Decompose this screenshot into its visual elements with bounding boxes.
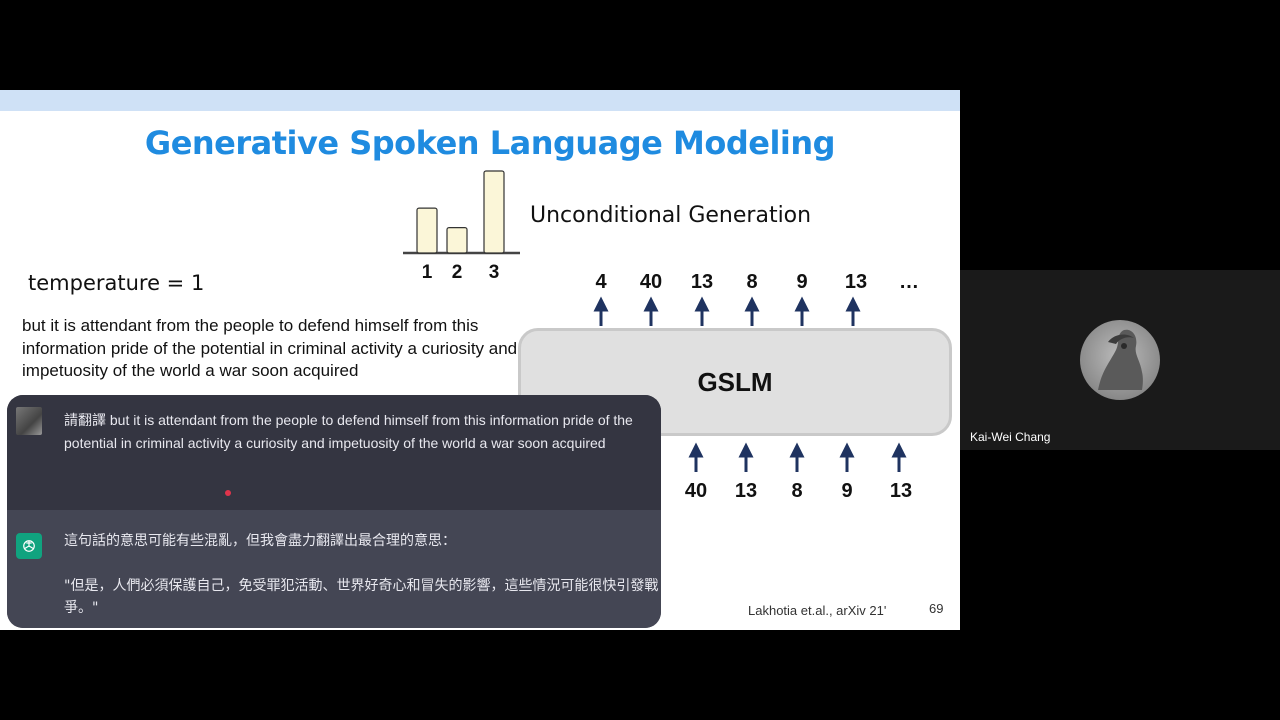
user-avatar bbox=[16, 407, 42, 435]
user-message-row: 請翻譯 but it is attendant from the people … bbox=[7, 395, 661, 510]
participant-tile[interactable]: Kai-Wei Chang bbox=[960, 270, 1280, 450]
openai-logo-icon bbox=[16, 533, 42, 559]
generated-sample-text: but it is attendant from the people to d… bbox=[22, 316, 518, 380]
chart-bar bbox=[446, 227, 468, 254]
slide-top-bar bbox=[0, 90, 960, 111]
output-token: 13 bbox=[690, 271, 714, 293]
output-token: 4 bbox=[595, 271, 607, 293]
output-token: 8 bbox=[746, 271, 758, 293]
chart-bar bbox=[416, 207, 438, 254]
output-token: 40 bbox=[639, 271, 663, 293]
chart-tick-label: 3 bbox=[489, 262, 500, 278]
input-token: 8 bbox=[791, 480, 803, 502]
chat-overlay: 請翻譯 but it is attendant from the people … bbox=[7, 395, 661, 628]
output-token: 13 bbox=[844, 271, 868, 293]
token-distribution-chart: 1 2 3 bbox=[403, 170, 520, 278]
token-arrows bbox=[593, 296, 907, 472]
input-token: 13 bbox=[734, 480, 758, 502]
assistant-message-translation: "但是，人們必須保護自己，免受罪犯活動、世界好奇心和冒失的影響，這些情況可能很快… bbox=[64, 578, 659, 616]
chart-tick-label: 1 bbox=[422, 262, 433, 278]
input-token: 40 bbox=[684, 480, 708, 502]
participant-avatar bbox=[1080, 320, 1160, 400]
gslm-label: GSLM bbox=[697, 366, 773, 397]
slide-title: Generative Spoken Language Modeling bbox=[144, 124, 836, 162]
output-token: 9 bbox=[796, 271, 808, 293]
temperature-label: temperature = 1 bbox=[28, 271, 205, 295]
chart-tick-label: 2 bbox=[452, 262, 463, 278]
assistant-message-line: 這句話的意思可能有些混亂，但我會盡力翻譯出最合理的意思： bbox=[64, 533, 456, 549]
participant-name: Kai-Wei Chang bbox=[970, 430, 1051, 444]
user-message-text: 請翻譯 but it is attendant from the people … bbox=[64, 412, 633, 451]
citation: Lakhotia et.al., arXiv 21' bbox=[748, 603, 887, 618]
cursor-dot bbox=[225, 490, 231, 496]
input-token: 9 bbox=[841, 480, 853, 502]
chart-bar bbox=[483, 170, 505, 254]
output-ellipsis: … bbox=[899, 271, 919, 293]
unconditional-generation-label: Unconditional Generation bbox=[530, 203, 812, 228]
assistant-message-row: 這句話的意思可能有些混亂，但我會盡力翻譯出最合理的意思： "但是，人們必須保護自… bbox=[7, 510, 661, 628]
slide-page-number: 69 bbox=[929, 601, 944, 616]
input-token: 13 bbox=[889, 480, 913, 502]
